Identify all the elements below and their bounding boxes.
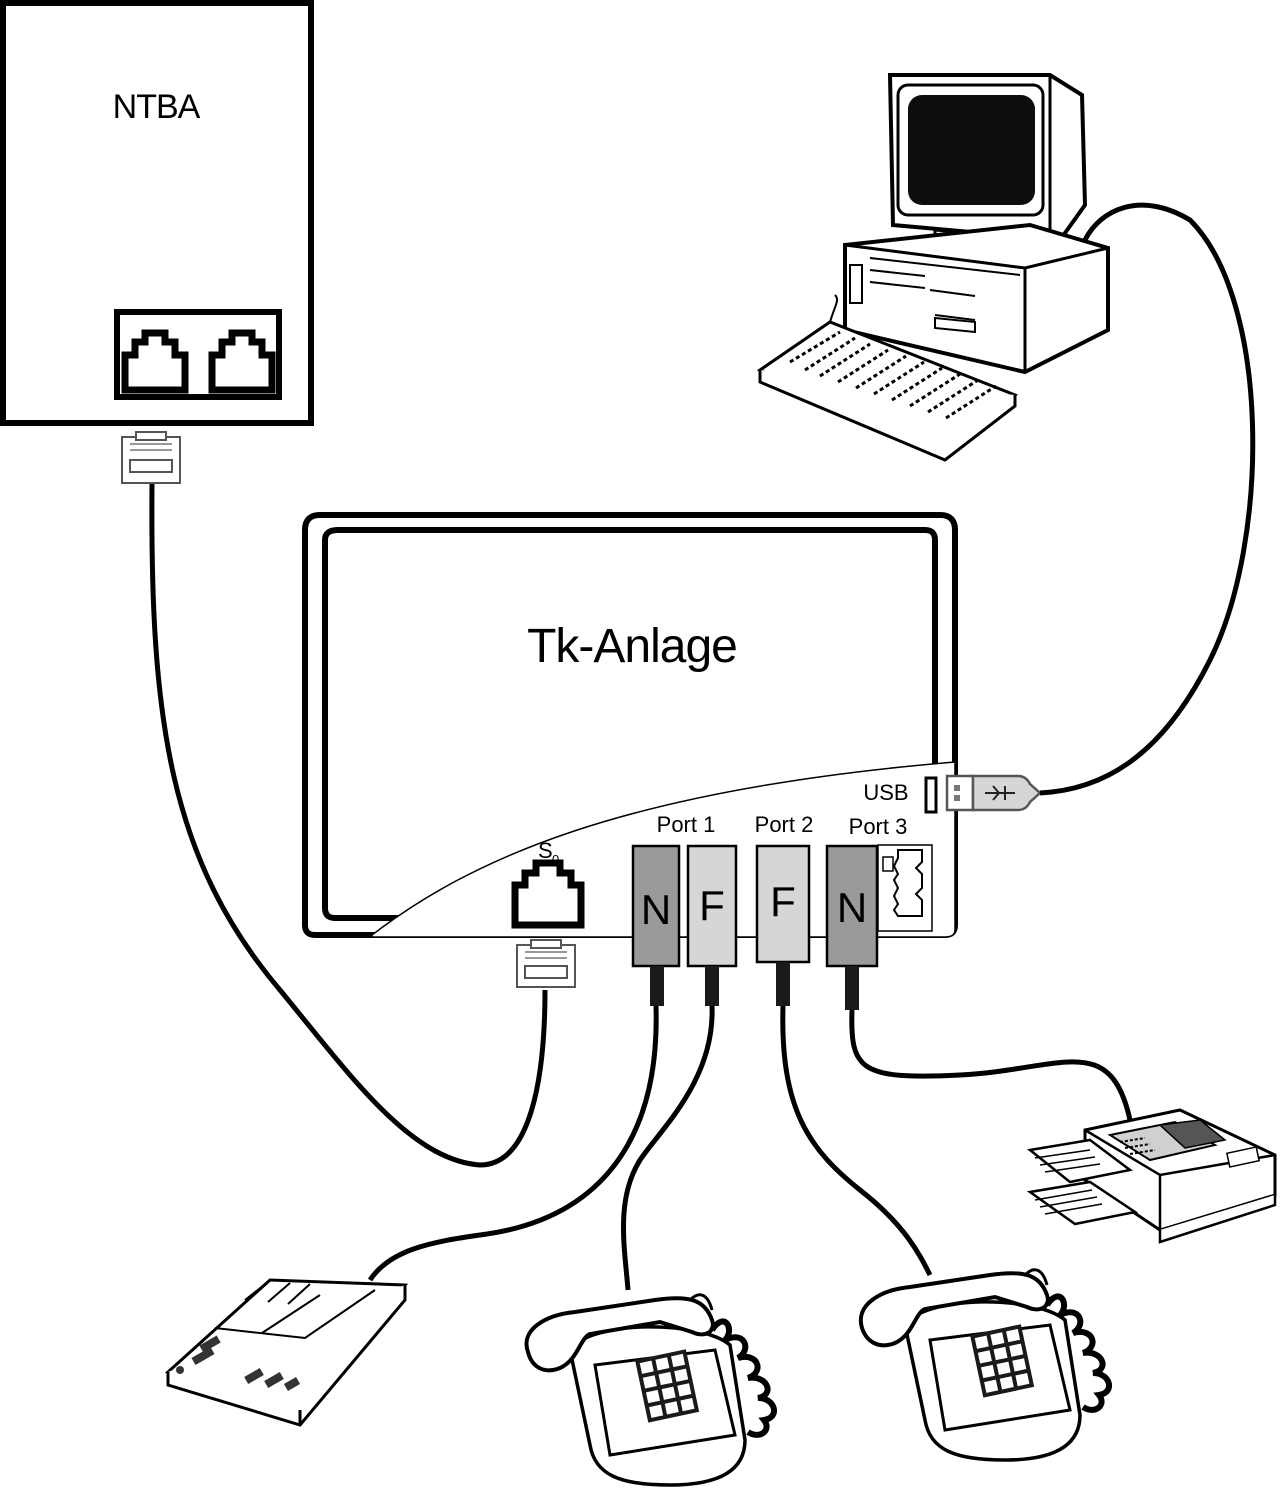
ntba-rj45-socket-1	[121, 329, 189, 394]
s0-port: S 0	[511, 838, 585, 929]
ntba-rj45-plug	[121, 431, 181, 484]
s0-rj45-plug	[516, 939, 576, 988]
telephone-1-icon	[524, 1293, 777, 1487]
telephone-2-keypad	[970, 1324, 1035, 1398]
cable-port1-f-to-phone-1	[621, 1005, 715, 1291]
svg-text:N: N	[641, 886, 671, 933]
s0-rj45-socket	[511, 859, 585, 929]
ntba-rj45-socket-2	[208, 329, 276, 394]
tae-plug-stems	[650, 962, 859, 1010]
cable-port3-to-fax	[849, 1009, 1133, 1121]
tk-anlage-label: Tk-Anlage	[527, 620, 737, 673]
usb-plug	[945, 774, 1042, 812]
usb-symbol-icon	[985, 785, 1015, 801]
s0-label: S	[538, 838, 553, 863]
cable-port1-n-to-answering-machine	[367, 1005, 659, 1282]
port-1-label: Port 1	[657, 812, 716, 837]
port-2-socket-f: F	[755, 844, 811, 964]
port-1-socket-f: F	[686, 844, 738, 968]
cable-port2-to-phone-2	[780, 1005, 933, 1277]
svg-text:F: F	[770, 878, 796, 925]
port-3-label: Port 3	[849, 814, 908, 839]
answering-machine-icon	[164, 1278, 409, 1427]
svg-text:F: F	[699, 882, 725, 929]
port-3-socket-empty	[877, 844, 933, 932]
fax-machine-icon	[1026, 1108, 1277, 1244]
telephone-1-keypad	[635, 1349, 700, 1423]
monitor-screen	[908, 95, 1035, 205]
computer-icon	[756, 73, 1110, 462]
cable-ntba-to-s0	[149, 483, 548, 1168]
ntba-device: NTBA	[0, 0, 314, 426]
port-3-socket-n: N	[825, 844, 879, 968]
usb-label: USB	[863, 780, 908, 805]
port-1-socket-n: N	[631, 844, 681, 968]
ntba-label: NTBA	[113, 88, 201, 126]
port-2-label: Port 2	[755, 812, 814, 837]
telephone-2-icon	[858, 1268, 1112, 1462]
cable-usb-to-computer	[1039, 202, 1256, 796]
usb-socket	[924, 776, 938, 814]
svg-text:N: N	[837, 884, 867, 931]
